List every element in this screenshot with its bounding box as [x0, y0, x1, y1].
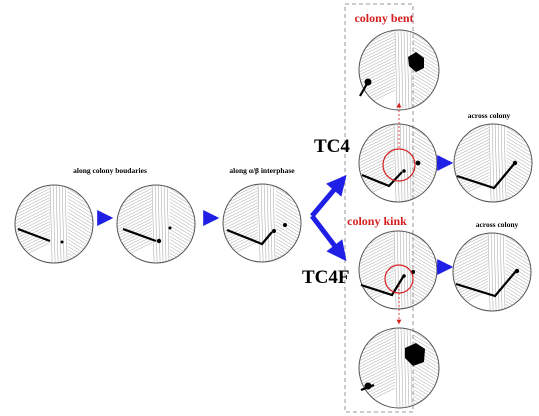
label-across-colony-top: across colony [468, 111, 511, 120]
label-colony-kink: colony kink [347, 214, 407, 228]
crack-path [455, 270, 517, 298]
micro-circle-across-bottom [452, 232, 532, 312]
crack-tip [156, 238, 162, 244]
micro-circle-1 [14, 184, 94, 264]
lamellar-texture [359, 231, 437, 309]
lamellar-texture [453, 233, 531, 311]
crack-tip [512, 160, 518, 166]
crack-path [122, 227, 157, 243]
label-tc4f: TC4F [302, 267, 350, 288]
crack-tip [272, 229, 276, 233]
label-along-colony-boundaries: along colony boudaries [73, 166, 147, 175]
arrow-branch-tc4 [310, 174, 347, 218]
crack-path [17, 227, 51, 243]
void-blob [408, 52, 424, 72]
zoom-region-top [382, 148, 416, 182]
lamellar-texture [359, 124, 437, 202]
micro-circle-tc4 [358, 123, 438, 203]
zoom-region-bottom [384, 264, 414, 294]
crack-path [360, 276, 404, 297]
micro-circle-across-top [453, 123, 533, 203]
crack-tip [168, 226, 172, 230]
lamellar-texture [117, 185, 195, 263]
crack-path [226, 228, 273, 246]
crack-tip [415, 160, 421, 166]
lamellar-texture [454, 124, 532, 202]
micro-circle-tc4f [358, 230, 438, 310]
label-colony-bent: colony bent [354, 11, 413, 25]
crack-path [456, 163, 515, 190]
label-along-interphase: along α/β interphase [229, 166, 295, 175]
crack-tip [514, 268, 520, 274]
crack-tip [402, 274, 406, 278]
lamellar-texture [223, 184, 301, 262]
micro-circle-2 [116, 184, 196, 264]
crack-path [361, 171, 403, 188]
lamellar-texture [359, 328, 439, 408]
crack-tip [60, 240, 64, 244]
lamellar-texture [15, 185, 93, 263]
label-tc4: TC4 [314, 136, 350, 157]
crack-tip [402, 169, 406, 173]
crack-tip [364, 382, 372, 390]
flow-arrows [97, 155, 454, 275]
micro-circle-3 [222, 183, 302, 263]
crack-tip [283, 223, 287, 227]
label-across-colony-bottom: across colony [476, 220, 519, 229]
micro-circle-colony-kink-zoom [358, 327, 440, 409]
crack-tip [364, 78, 372, 86]
void-blob [405, 343, 425, 366]
arrow-branch-tc4f [310, 214, 347, 262]
